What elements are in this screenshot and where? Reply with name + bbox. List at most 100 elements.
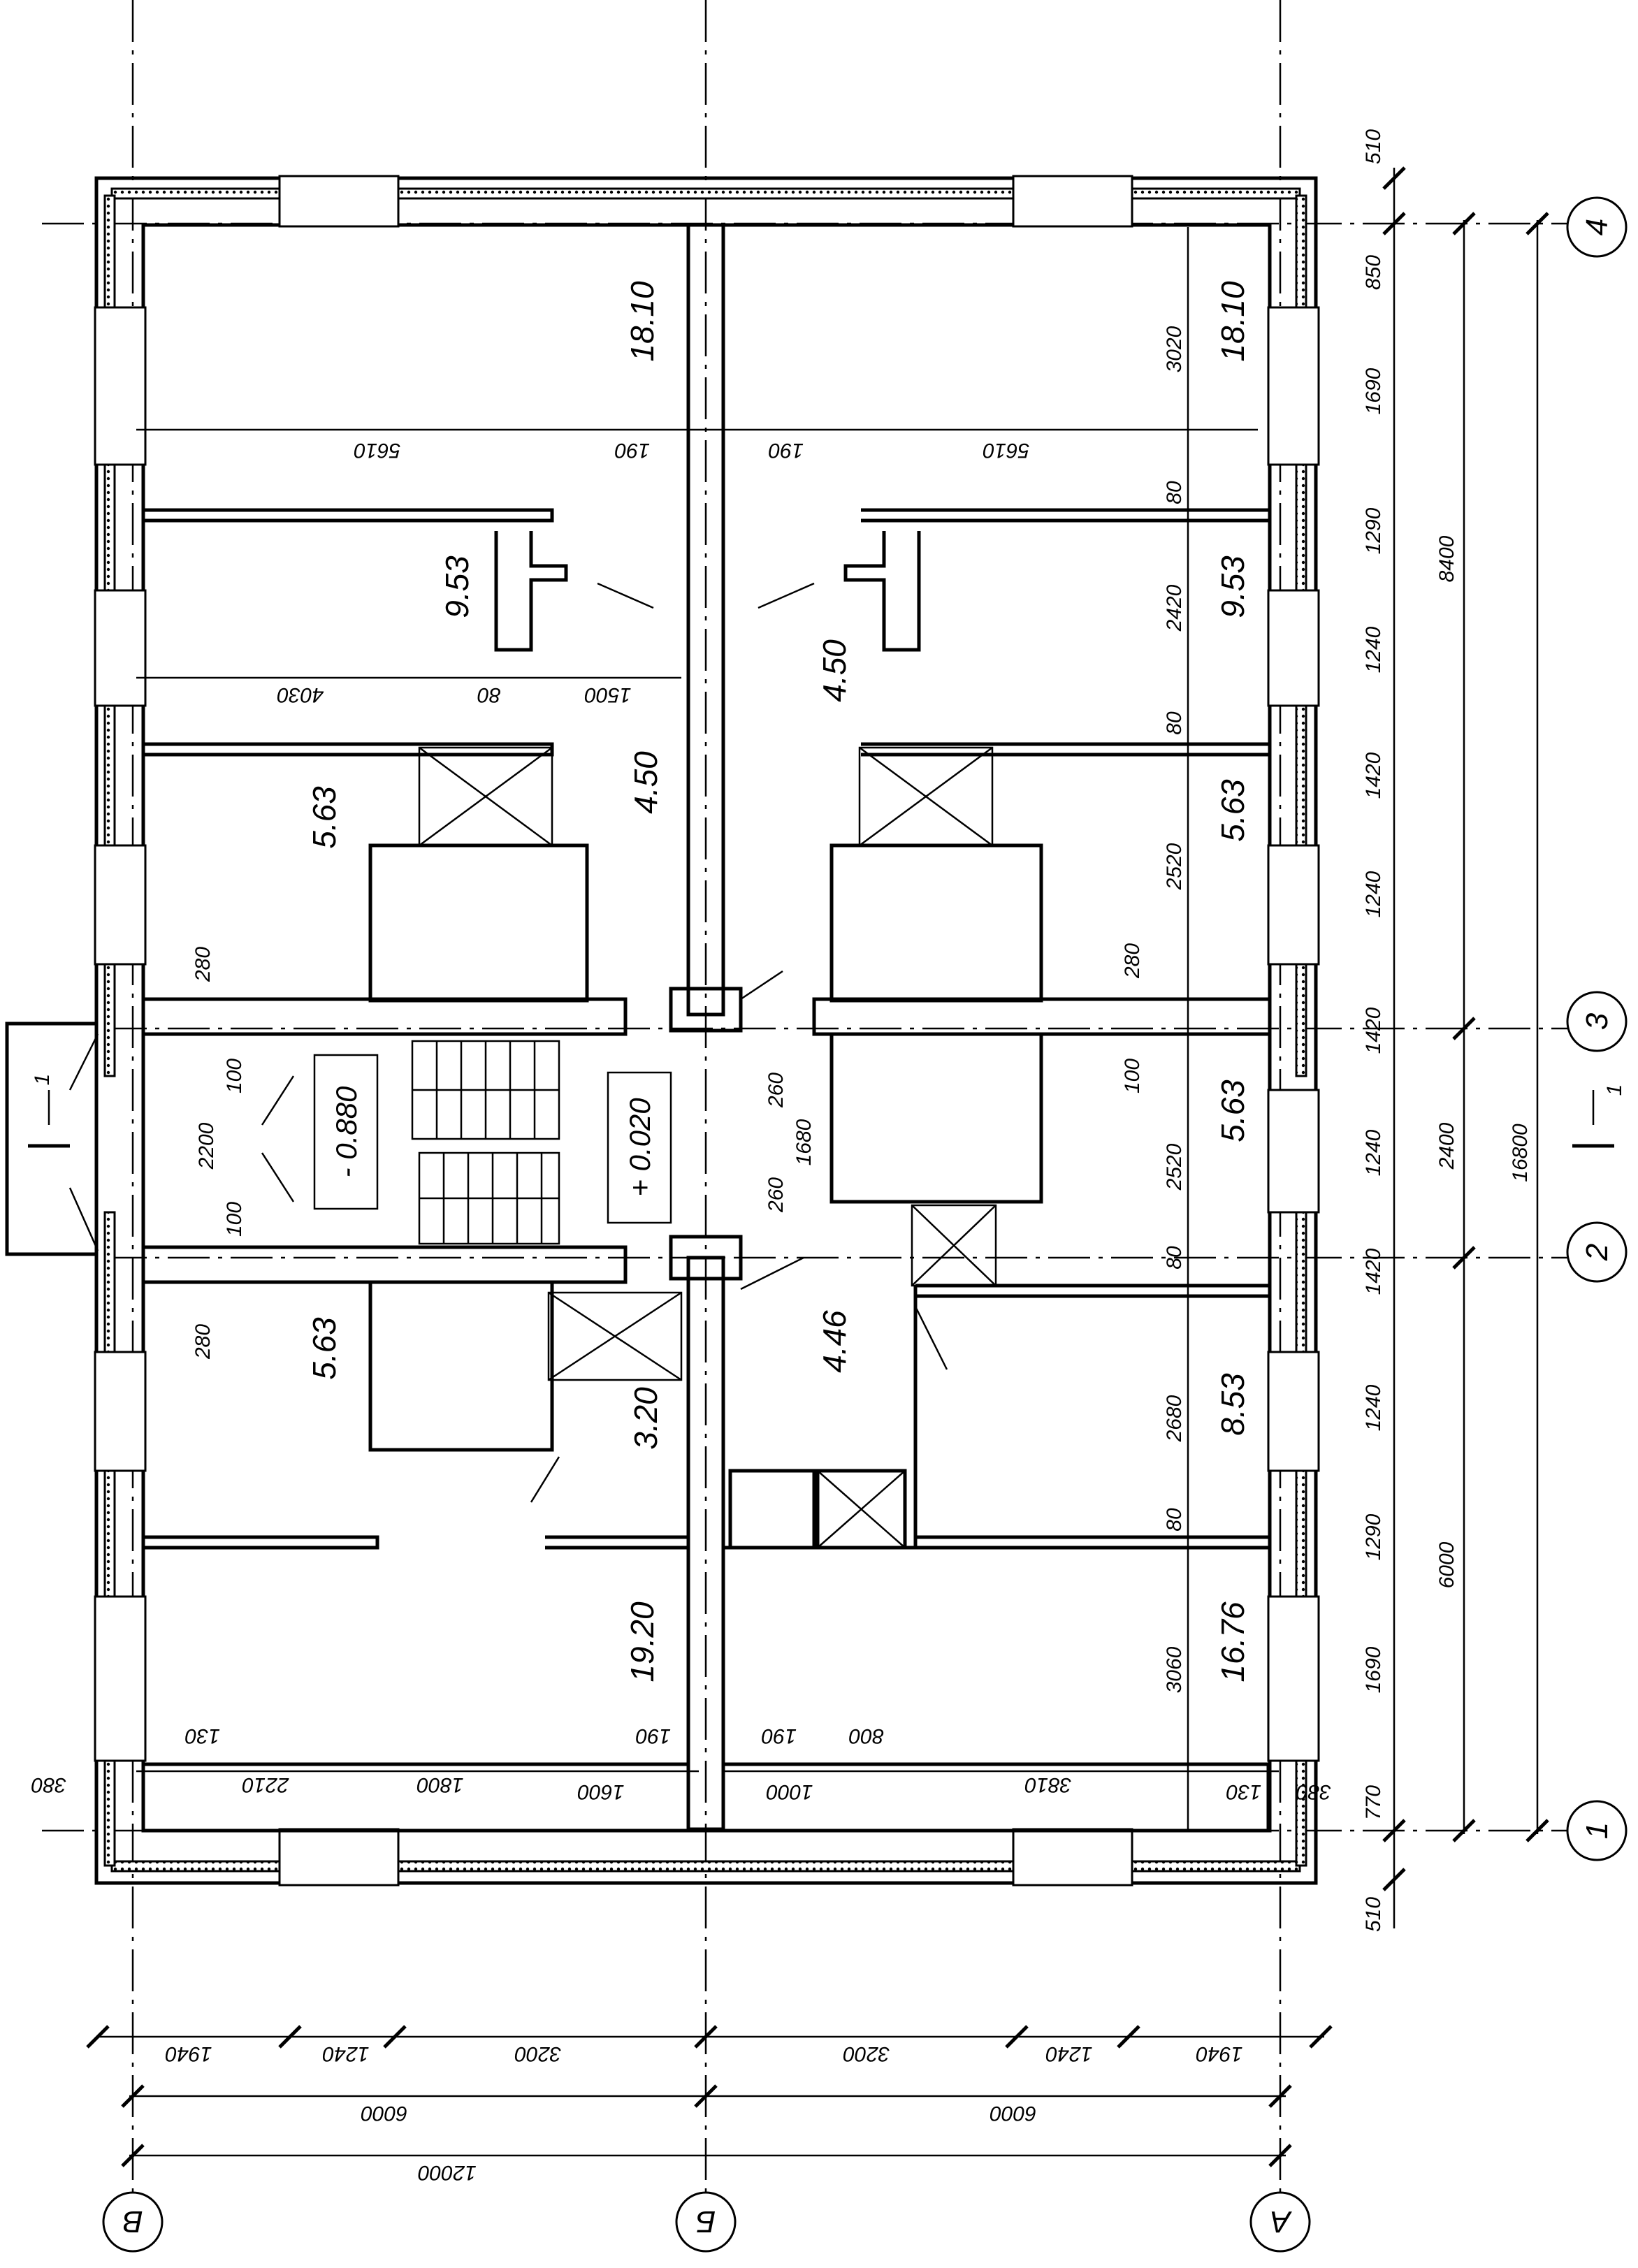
dim-100-c: 100 bbox=[1121, 1059, 1144, 1093]
doors bbox=[68, 582, 948, 1503]
dim-100-a: 100 bbox=[223, 1059, 246, 1093]
dim-bot-3200-left: 3200 bbox=[514, 2042, 561, 2065]
dim-5610-left: 5610 bbox=[354, 439, 400, 462]
dim-bot-6000-right: 6000 bbox=[990, 2102, 1036, 2125]
area-left-top: 18.10 bbox=[624, 281, 660, 362]
area-hall-right: 4.50 bbox=[628, 751, 664, 814]
dim-1800: 1800 bbox=[416, 1773, 463, 1796]
dim-5610-right: 5610 bbox=[983, 439, 1029, 462]
dim-right-8400: 8400 bbox=[1435, 535, 1458, 582]
area-right-lower: 8.53 bbox=[1215, 1373, 1251, 1436]
dim-right-1240-a: 1240 bbox=[1362, 626, 1385, 673]
area-left-bottom: 19.20 bbox=[624, 1601, 660, 1682]
dim-80-c: 80 bbox=[1163, 711, 1186, 735]
area-closet: 3.20 bbox=[628, 1387, 664, 1450]
dim-bot-1940-right: 1940 bbox=[1196, 2042, 1242, 2065]
axis-bubble-b: Б bbox=[675, 2191, 737, 2253]
axis-bubble-a: А bbox=[1249, 2191, 1311, 2253]
axis-label-1: 1 bbox=[1580, 1822, 1614, 1839]
dim-190-c: 190 bbox=[636, 1724, 671, 1747]
dim-right-1240-d: 1240 bbox=[1362, 1384, 1385, 1431]
dim-1680: 1680 bbox=[792, 1119, 816, 1165]
dim-right-16800: 16800 bbox=[1509, 1124, 1532, 1182]
dim-right-1690-bot: 1690 bbox=[1362, 1646, 1385, 1693]
dim-190-b: 190 bbox=[769, 439, 804, 462]
dim-right-1420-c: 1420 bbox=[1362, 1248, 1385, 1295]
area-right-bottom: 16.76 bbox=[1215, 1601, 1251, 1682]
dim-right-1690-top: 1690 bbox=[1362, 368, 1385, 414]
level-floor: + 0.020 bbox=[607, 1071, 672, 1224]
dim-130-b: 130 bbox=[1226, 1780, 1261, 1803]
dim-3810: 3810 bbox=[1024, 1773, 1071, 1796]
dim-bot-3200-right: 3200 bbox=[843, 2042, 890, 2065]
dim-2520-b: 2520 bbox=[1163, 1143, 1186, 1191]
area-left-bath: 5.63 bbox=[306, 1317, 342, 1380]
dim-2420: 2420 bbox=[1163, 584, 1186, 632]
staircase bbox=[411, 1040, 560, 1245]
dim-1000: 1000 bbox=[766, 1780, 813, 1803]
level-floor-text: + 0.020 bbox=[623, 1098, 656, 1197]
area-right-top: 18.10 bbox=[1215, 281, 1251, 362]
vent-shafts bbox=[418, 746, 997, 1381]
dim-right-1420-a: 1420 bbox=[1362, 752, 1385, 799]
axis-label-3: 3 bbox=[1580, 1012, 1614, 1030]
dim-280-a: 280 bbox=[191, 947, 215, 982]
section-label-left: 1 bbox=[31, 1074, 54, 1086]
dim-1500: 1500 bbox=[584, 683, 631, 706]
dim-280-b: 280 bbox=[1121, 943, 1144, 979]
exterior-walls bbox=[5, 175, 1320, 1887]
axis-label-4: 4 bbox=[1580, 219, 1614, 235]
axis-bubble-4: 4 bbox=[1566, 196, 1628, 258]
dim-right-510-bot: 510 bbox=[1362, 1897, 1385, 1932]
dim-right-1420-b: 1420 bbox=[1362, 1007, 1385, 1054]
dim-2210: 2210 bbox=[242, 1773, 289, 1796]
area-left-kitchen: 9.53 bbox=[439, 555, 475, 618]
dim-bot-6000-left: 6000 bbox=[361, 2102, 407, 2125]
dim-right-850: 850 bbox=[1362, 255, 1385, 290]
section-mark-left: 1 bbox=[28, 1074, 70, 1148]
dim-4030: 4030 bbox=[277, 683, 324, 706]
dim-80-b: 80 bbox=[1163, 481, 1186, 504]
dim-380-right: 380 bbox=[1296, 1780, 1331, 1803]
area-hall-lower: 4.46 bbox=[816, 1310, 853, 1373]
area-left-mid: 5.63 bbox=[306, 786, 342, 849]
dim-right-510-top: 510 bbox=[1362, 129, 1385, 164]
axis-bubble-2: 2 bbox=[1566, 1221, 1628, 1283]
dim-1600: 1600 bbox=[577, 1780, 624, 1803]
dim-bot-1940-left: 1940 bbox=[165, 2042, 212, 2065]
room-areas: 18.10 18.10 9.53 9.53 4.50 4.50 5.63 5.6… bbox=[306, 281, 1251, 1682]
area-right-kitchen: 9.53 bbox=[1215, 555, 1251, 618]
dim-380-left: 380 bbox=[31, 1773, 66, 1796]
dim-2680: 2680 bbox=[1163, 1395, 1186, 1442]
dim-80-kitchen: 80 bbox=[477, 683, 501, 706]
dim-right-6000: 6000 bbox=[1435, 1541, 1458, 1588]
dim-right-1240-b: 1240 bbox=[1362, 871, 1385, 917]
dim-3020: 3020 bbox=[1163, 326, 1186, 372]
area-right-mid2: 5.63 bbox=[1215, 1080, 1251, 1142]
section-label-right: 1 bbox=[1603, 1084, 1626, 1096]
dim-280-c: 280 bbox=[191, 1324, 215, 1360]
dim-100-b: 100 bbox=[223, 1202, 246, 1237]
level-landing: - 0.880 bbox=[313, 1054, 379, 1210]
dim-2520-a: 2520 bbox=[1163, 843, 1186, 890]
dim-bot-12000: 12000 bbox=[418, 2161, 477, 2184]
section-mark-right: 1 bbox=[1572, 1084, 1626, 1148]
interior-walls bbox=[141, 223, 1272, 1833]
interior-dimensions: 5610 190 190 5610 4030 80 1500 3020 80 2… bbox=[31, 227, 1331, 1831]
dim-3060: 3060 bbox=[1163, 1646, 1186, 1693]
axis-label-2: 2 bbox=[1580, 1244, 1614, 1261]
dim-right-1240-c: 1240 bbox=[1362, 1129, 1385, 1176]
area-hall-left: 4.50 bbox=[816, 639, 853, 702]
dim-2200: 2200 bbox=[195, 1122, 218, 1170]
dim-right-1290-bot: 1290 bbox=[1362, 1513, 1385, 1560]
axis-bubble-3: 3 bbox=[1566, 991, 1628, 1052]
dim-130-a: 130 bbox=[185, 1724, 220, 1747]
dim-right-770: 770 bbox=[1362, 1785, 1385, 1820]
dim-190-d: 190 bbox=[762, 1724, 797, 1747]
level-landing-text: - 0.880 bbox=[330, 1086, 363, 1177]
axis-bubble-v: В bbox=[102, 2191, 164, 2253]
dim-80-e: 80 bbox=[1163, 1508, 1186, 1532]
right-dimension-chain: 510 850 1690 1290 1240 1420 1240 1420 12… bbox=[1362, 129, 1549, 1932]
axis-label-b: Б bbox=[696, 2204, 716, 2239]
